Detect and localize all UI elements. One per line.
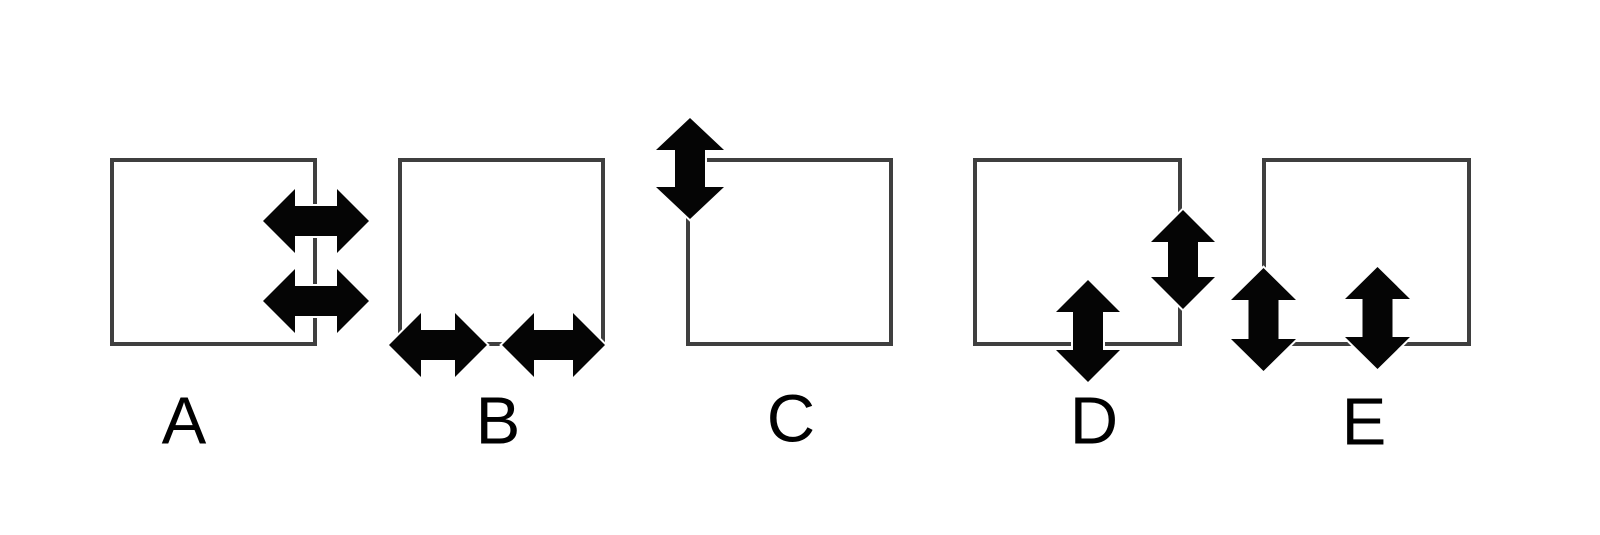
double-arrow-shape bbox=[498, 310, 608, 380]
panel-label-a: A bbox=[161, 383, 207, 459]
horizontal-double-arrow-b bbox=[386, 310, 490, 380]
vertical-double-arrow-e bbox=[1227, 264, 1299, 374]
panel-label-c: C bbox=[766, 381, 816, 457]
vertical-double-arrow-e bbox=[1341, 264, 1413, 372]
horizontal-double-arrow-a bbox=[260, 186, 372, 256]
horizontal-double-arrow-a bbox=[260, 266, 372, 336]
double-arrow-shape bbox=[260, 266, 372, 336]
panel-label-b: B bbox=[475, 383, 521, 459]
double-arrow-shape bbox=[1227, 264, 1299, 374]
panel-label-e: E bbox=[1341, 384, 1387, 460]
double-arrow-shape bbox=[653, 114, 727, 222]
double-arrow-shape bbox=[386, 310, 490, 380]
horizontal-double-arrow-b bbox=[498, 310, 608, 380]
square-a bbox=[110, 158, 317, 346]
double-arrow-shape bbox=[1053, 277, 1123, 385]
double-arrow-shape bbox=[1341, 264, 1413, 372]
double-arrow-shape bbox=[1148, 206, 1218, 312]
vertical-double-arrow-c bbox=[653, 114, 727, 222]
double-arrow-shape bbox=[260, 186, 372, 256]
panel-label-d: D bbox=[1069, 383, 1119, 459]
vertical-double-arrow-d bbox=[1148, 206, 1218, 312]
square-c bbox=[686, 158, 893, 346]
vertical-double-arrow-d bbox=[1053, 277, 1123, 385]
